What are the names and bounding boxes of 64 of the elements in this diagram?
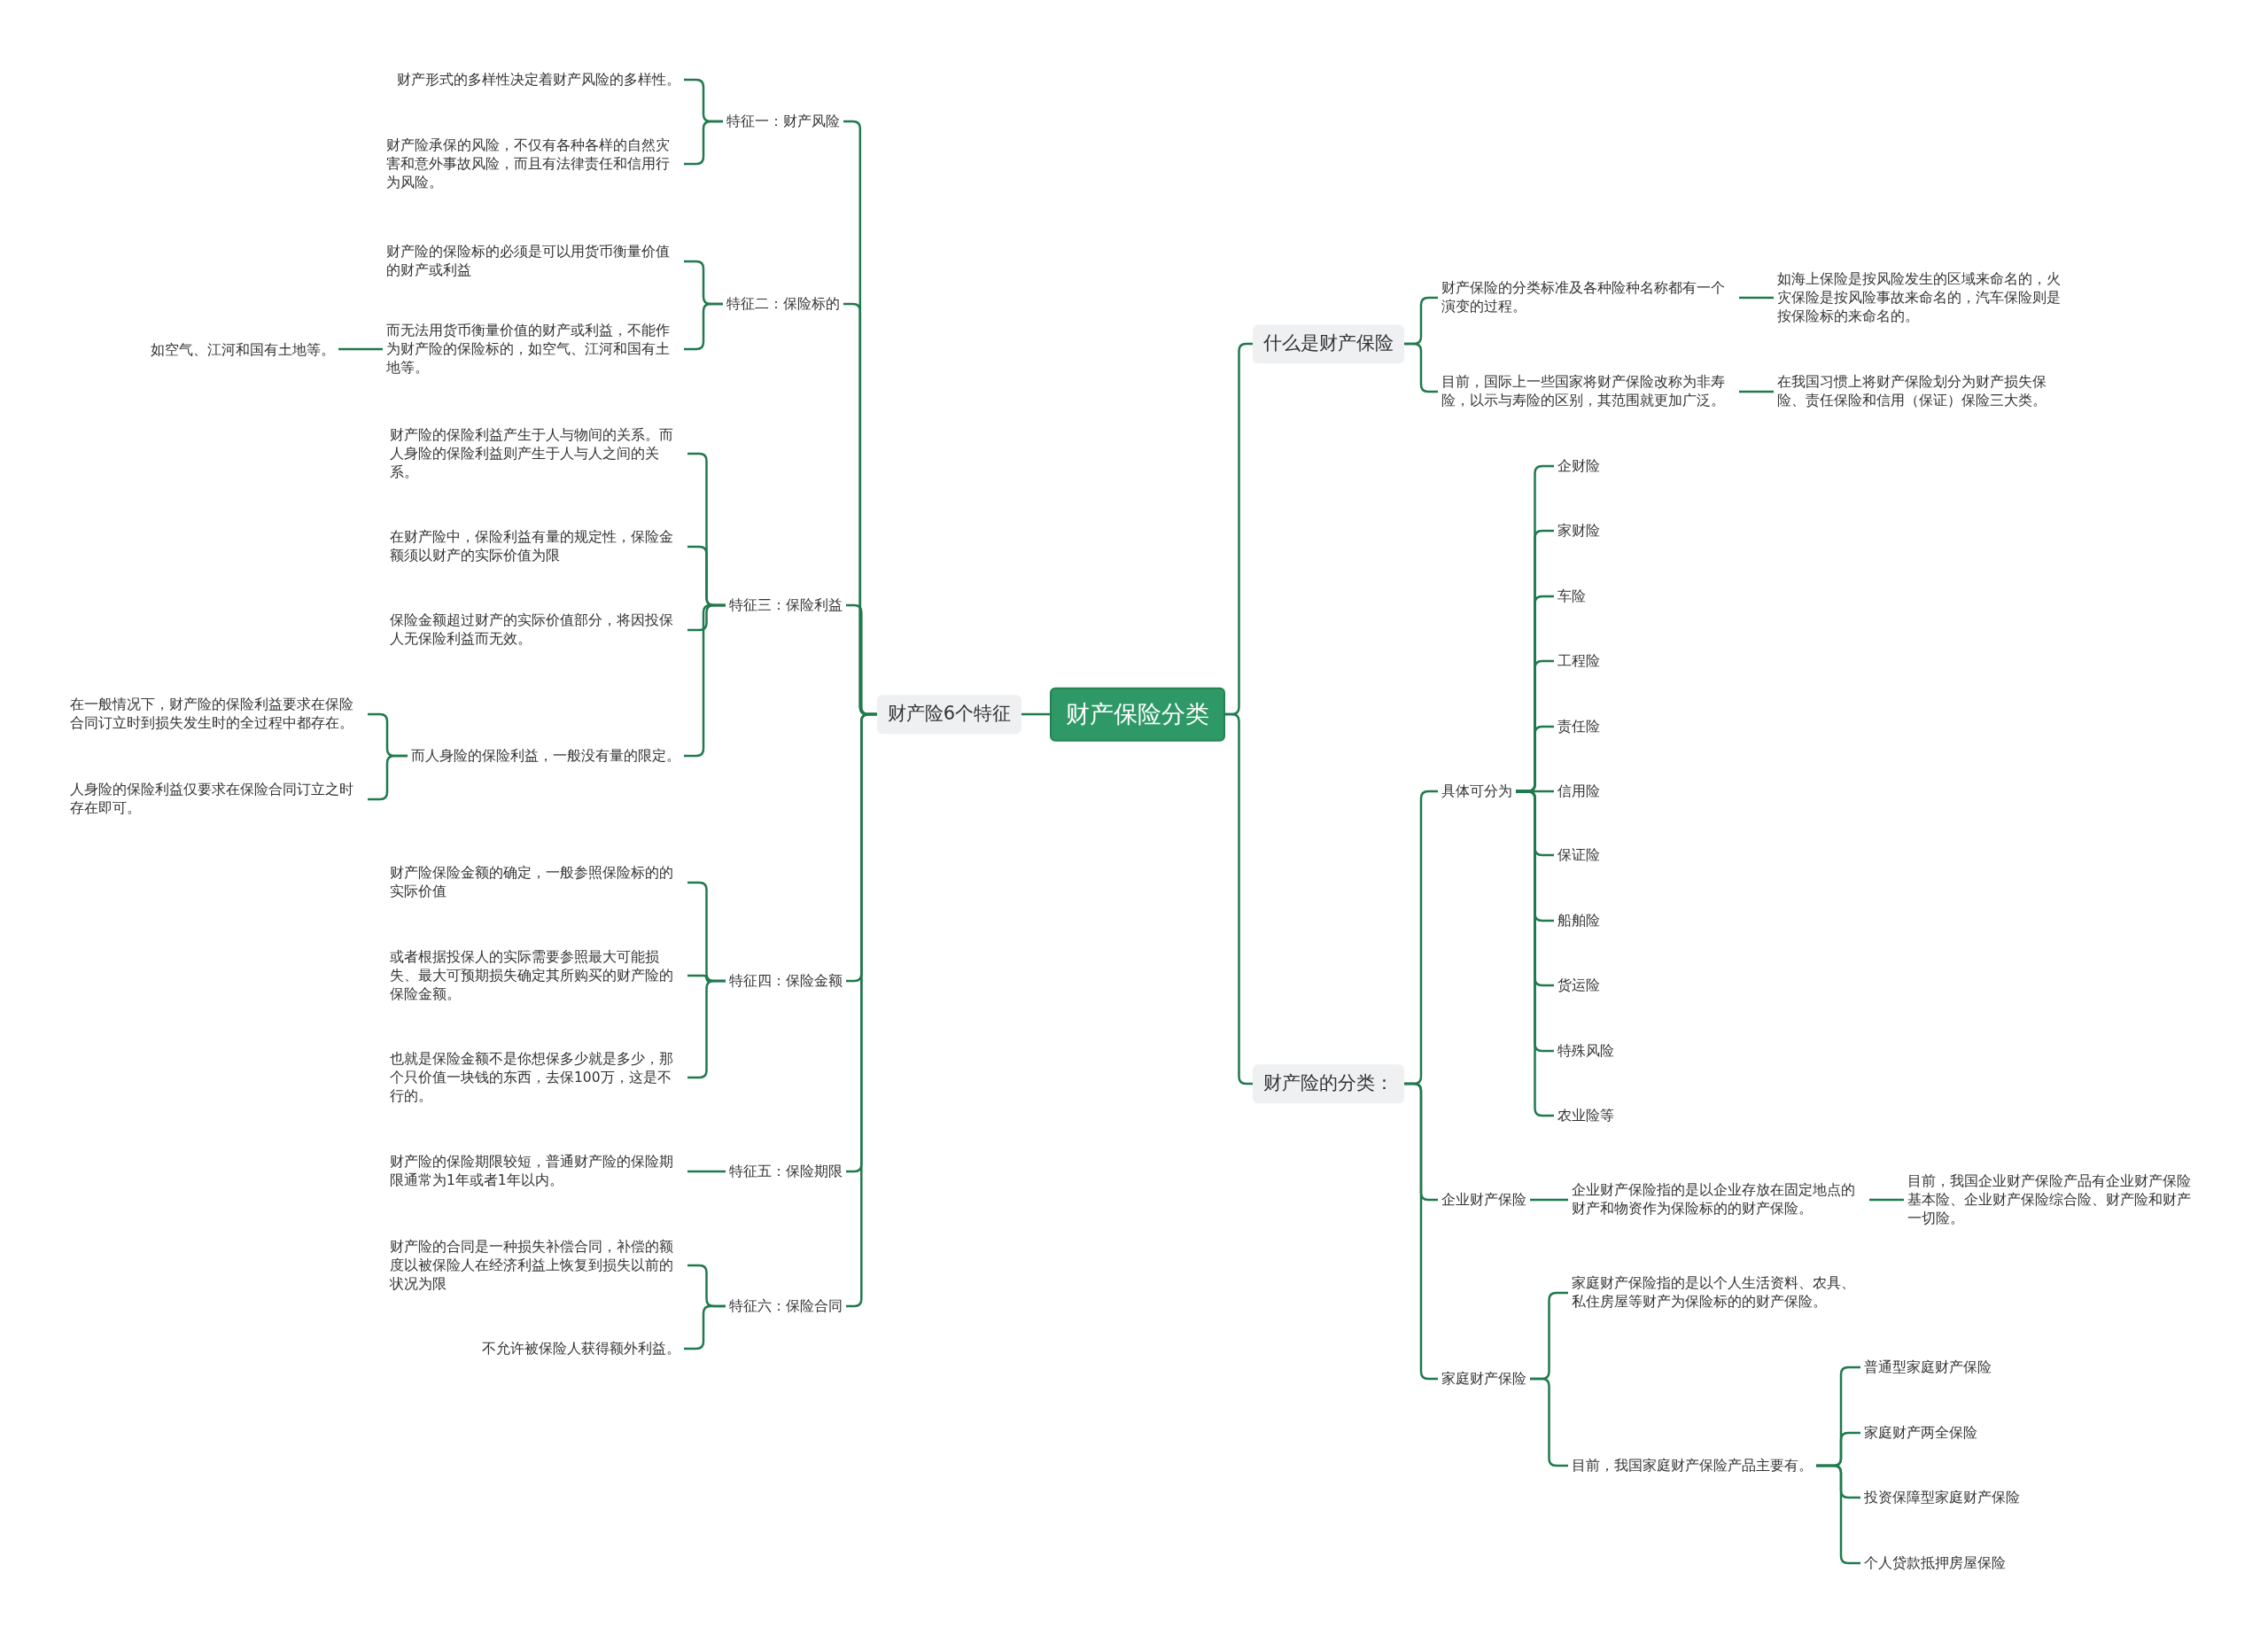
topic-text: 也就是保险金额不是你想保多少就是多少，那个只价值一块钱的东西，去保100万，这是不行的。 [386, 1049, 687, 1106]
topic-text: 船舶险 [1554, 911, 1604, 930]
topic-text: 财产险的保险利益产生于人与物间的关系。而人身险的保险利益则产生于人与人之间的关系。 [386, 425, 687, 482]
topic-text: 家庭财产保险 [1438, 1369, 1530, 1389]
topic-text: 家庭财产两全保险 [1860, 1423, 1981, 1443]
topic-text: 在财产险中，保险利益有量的规定性，保险金额须以财产的实际价值为限 [386, 528, 687, 565]
connector-line [338, 347, 383, 351]
topic-text: 如空气、江河和国有土地等。 [147, 340, 338, 360]
topic-text: 在一般情况下，财产险的保险利益要求在保险合同订立时到损失发生时的全过程中都存在。 [66, 696, 368, 733]
topic-text: 目前，国际上一些国家将财产保险改称为非寿险，以示与寿险的区别，其范围就更加广泛。 [1438, 373, 1739, 410]
topic-text: 财产形式的多样性决定着财产风险的多样性。 [393, 70, 684, 89]
connector-line [684, 120, 723, 166]
connector-line [1530, 1198, 1568, 1202]
topic-text: 财产险保险金额的确定，一般参照保险标的的实际价值 [386, 864, 687, 901]
topic-text: 个人贷款抵押房屋保险 [1860, 1553, 2009, 1573]
topic-text: 目前，我国企业财产保险产品有企业财产保险基本险、企业财产保险综合险、财产险和财产一切险。 [1904, 1171, 2205, 1228]
topic-text: 在我国习惯上将财产保险划分为财产损失保险、责任保险和信用（保证）保险三大类。 [1774, 373, 2075, 410]
topic-text: 目前，我国家庭财产保险产品主要有。 [1568, 1456, 1816, 1475]
topic-text: 财产险承保的风险，不仅有各种各样的自然灾害和意外事故风险，而且有法律责任和信用行为风险。 [383, 136, 684, 192]
connector-line [368, 754, 408, 801]
topic-text: 保险金额超过财产的实际价值部分，将因投保人无保险利益而无效。 [386, 611, 687, 649]
topic-text: 特殊风险 [1554, 1041, 1618, 1061]
connector-line [687, 1170, 726, 1173]
connector-line [1869, 1198, 1904, 1202]
topic-text: 特征四：保险金额 [726, 971, 846, 991]
topic-text: 具体可分为 [1438, 782, 1516, 801]
main-topic: 财产险6个特征 [876, 695, 1021, 734]
topic-text: 车险 [1554, 587, 1589, 606]
topic-text: 责任险 [1554, 717, 1604, 736]
topic-text: 投资保障型家庭财产保险 [1860, 1488, 2023, 1507]
topic-text: 而人身险的保险利益，一般没有量的限定。 [408, 746, 684, 766]
topic-text: 企业财产保险 [1438, 1190, 1530, 1210]
connector-line [1739, 390, 1774, 393]
main-topic: 什么是财产保险 [1253, 324, 1404, 363]
connector-line [684, 1304, 726, 1350]
topic-text: 人身险的保险利益仅要求在保险合同订立之时存在即可。 [66, 781, 368, 818]
topic-text: 财产保险的分类标准及各种险种名称都有一个演变的过程。 [1438, 279, 1739, 316]
connector-line [1739, 296, 1774, 300]
topic-text: 保证险 [1554, 845, 1604, 865]
topic-text: 货运险 [1554, 976, 1604, 995]
topic-text: 家庭财产保险指的是以个人生活资料、农具、私住房屋等财产为保险标的的财产保险。 [1568, 1274, 1869, 1311]
main-topic: 财产险的分类： [1253, 1064, 1404, 1103]
topic-text: 如海上保险是按风险发生的区域来命名的，火灾保险是按风险事故来命名的，汽车保险则是按保险标的来命名的。 [1774, 269, 2075, 326]
topic-text: 普通型家庭财产保险 [1860, 1358, 1995, 1377]
connector-line [1225, 712, 1253, 1086]
topic-text: 财产险的保险期限较短，普通财产险的保险期限通常为1年或者1年以内。 [386, 1153, 687, 1190]
topic-text: 家财险 [1554, 521, 1604, 541]
topic-text: 企财险 [1554, 456, 1604, 476]
topic-text: 或者根据投保人的实际需要参照最大可能损失、最大可预期损失确定其所购买的财产险的保险金额。 [386, 947, 687, 1004]
topic-text: 财产险的保险标的必须是可以用货币衡量价值的财产或利益 [383, 243, 684, 280]
topic-text: 特征二：保险标的 [723, 294, 843, 314]
topic-text: 工程险 [1554, 651, 1604, 671]
central-topic: 财产保险分类 [1050, 687, 1225, 742]
topic-text: 财产险的合同是一种损失补偿合同，补偿的额度以被保险人在经济利益上恢复到损失以前的状况为限 [386, 1237, 687, 1294]
connector-line [1021, 712, 1050, 716]
topic-text: 而无法用货币衡量价值的财产或利益，不能作为财产险的保险标的，如空气、江河和国有土地等。 [383, 321, 684, 377]
topic-text: 特征六：保险合同 [726, 1296, 846, 1316]
topic-text: 农业险等 [1554, 1106, 1618, 1125]
topic-text: 特征一：财产风险 [723, 112, 843, 131]
topic-text: 特征三：保险利益 [726, 595, 846, 615]
topic-text: 信用险 [1554, 782, 1604, 801]
topic-text: 特征五：保险期限 [726, 1162, 846, 1181]
topic-text: 企业财产保险指的是以企业存放在固定地点的财产和物资作为保险标的的财产保险。 [1568, 1181, 1869, 1218]
topic-text: 不允许被保险人获得额外利益。 [478, 1339, 684, 1358]
